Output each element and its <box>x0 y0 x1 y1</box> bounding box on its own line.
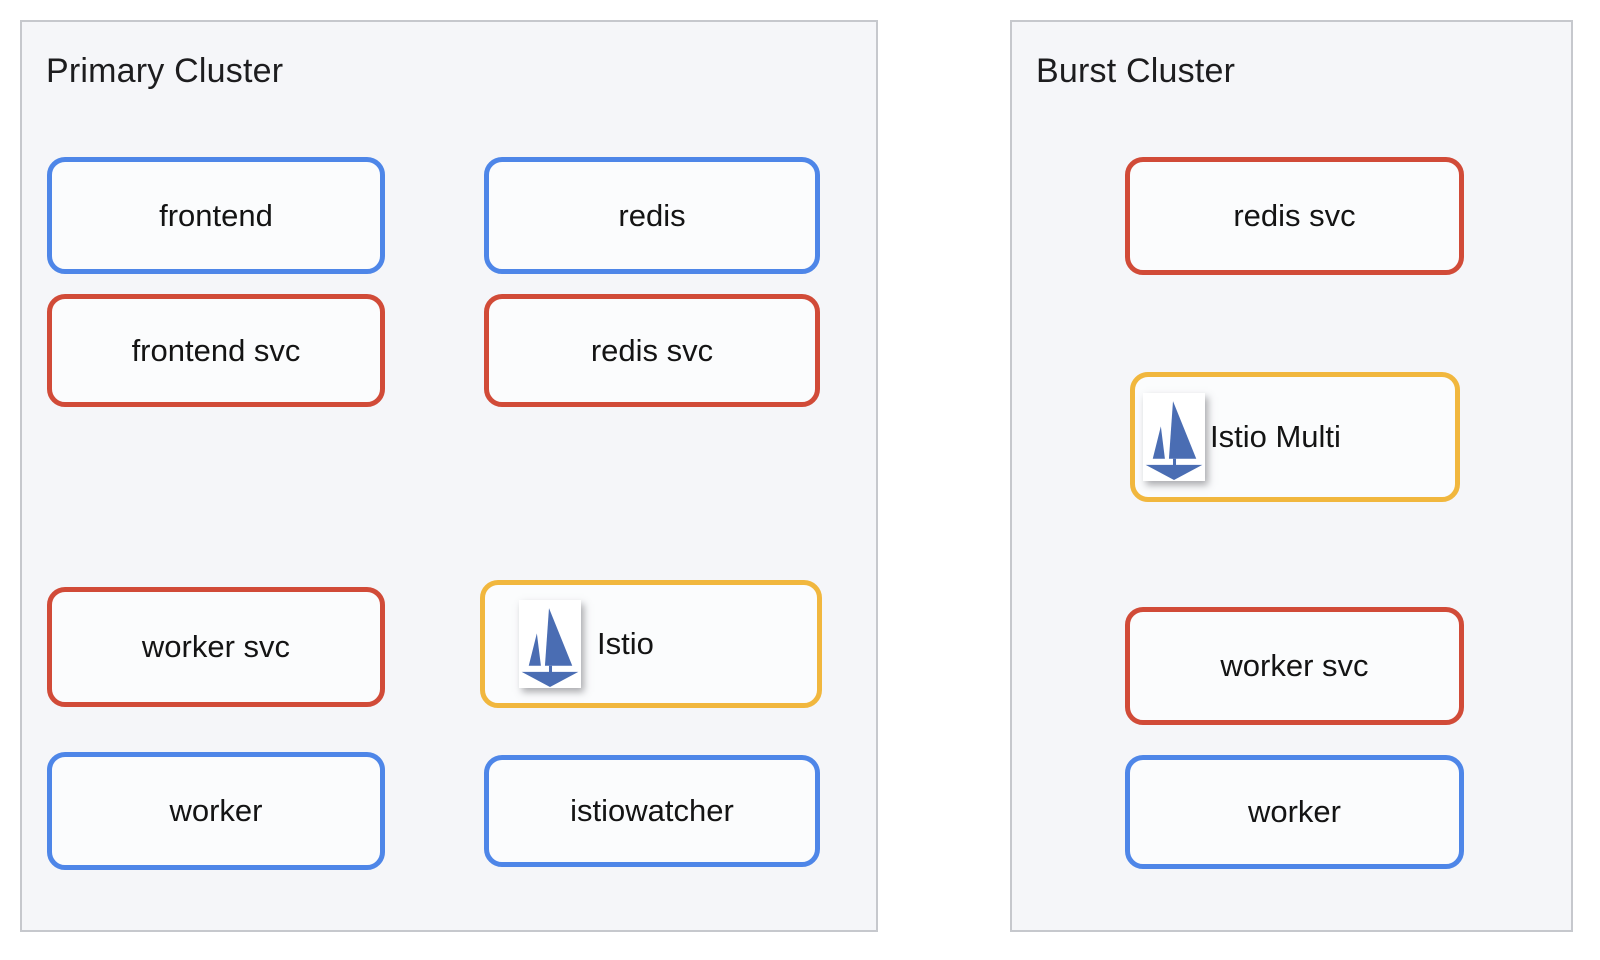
primary-cluster-title: Primary Cluster <box>46 52 284 90</box>
node-burst-redis-svc: redis svc <box>1125 157 1464 275</box>
node-redis-label: redis <box>618 197 686 233</box>
node-frontend-label: frontend <box>159 197 273 233</box>
node-burst-worker: worker <box>1125 755 1464 869</box>
node-istio: Istio <box>480 580 822 708</box>
node-worker-svc: worker svc <box>47 587 385 707</box>
node-frontend: frontend <box>47 157 385 274</box>
node-frontend-svc: frontend svc <box>47 294 385 407</box>
node-frontend-svc-label: frontend svc <box>131 332 301 368</box>
node-worker-svc-label: worker svc <box>141 629 291 664</box>
node-burst-worker-label: worker <box>1247 794 1341 829</box>
node-istio-multi: Istio Multi <box>1130 372 1460 502</box>
node-istio-multi-label: Istio Multi <box>1210 419 1341 454</box>
node-worker: worker <box>47 752 385 870</box>
node-redis-svc: redis svc <box>484 294 820 407</box>
istio-sailboat-icon <box>519 600 581 688</box>
node-redis-svc-label: redis svc <box>590 332 714 368</box>
istio-sailboat-icon <box>1143 393 1205 481</box>
primary-cluster-panel: Primary Cluster frontend redis frontend … <box>20 20 878 932</box>
node-istiowatcher-label: istiowatcher <box>570 793 734 828</box>
node-istiowatcher: istiowatcher <box>484 755 820 867</box>
node-istio-label: Istio <box>597 626 654 661</box>
node-redis: redis <box>484 157 820 274</box>
burst-cluster-title: Burst Cluster <box>1036 52 1236 90</box>
node-worker-label: worker <box>169 793 263 828</box>
node-burst-worker-svc: worker svc <box>1125 607 1464 725</box>
burst-cluster-panel: Burst Cluster redis svc Istio Multi work… <box>1010 20 1573 932</box>
node-burst-redis-svc-label: redis svc <box>1233 198 1356 233</box>
node-burst-worker-svc-label: worker svc <box>1220 648 1369 683</box>
